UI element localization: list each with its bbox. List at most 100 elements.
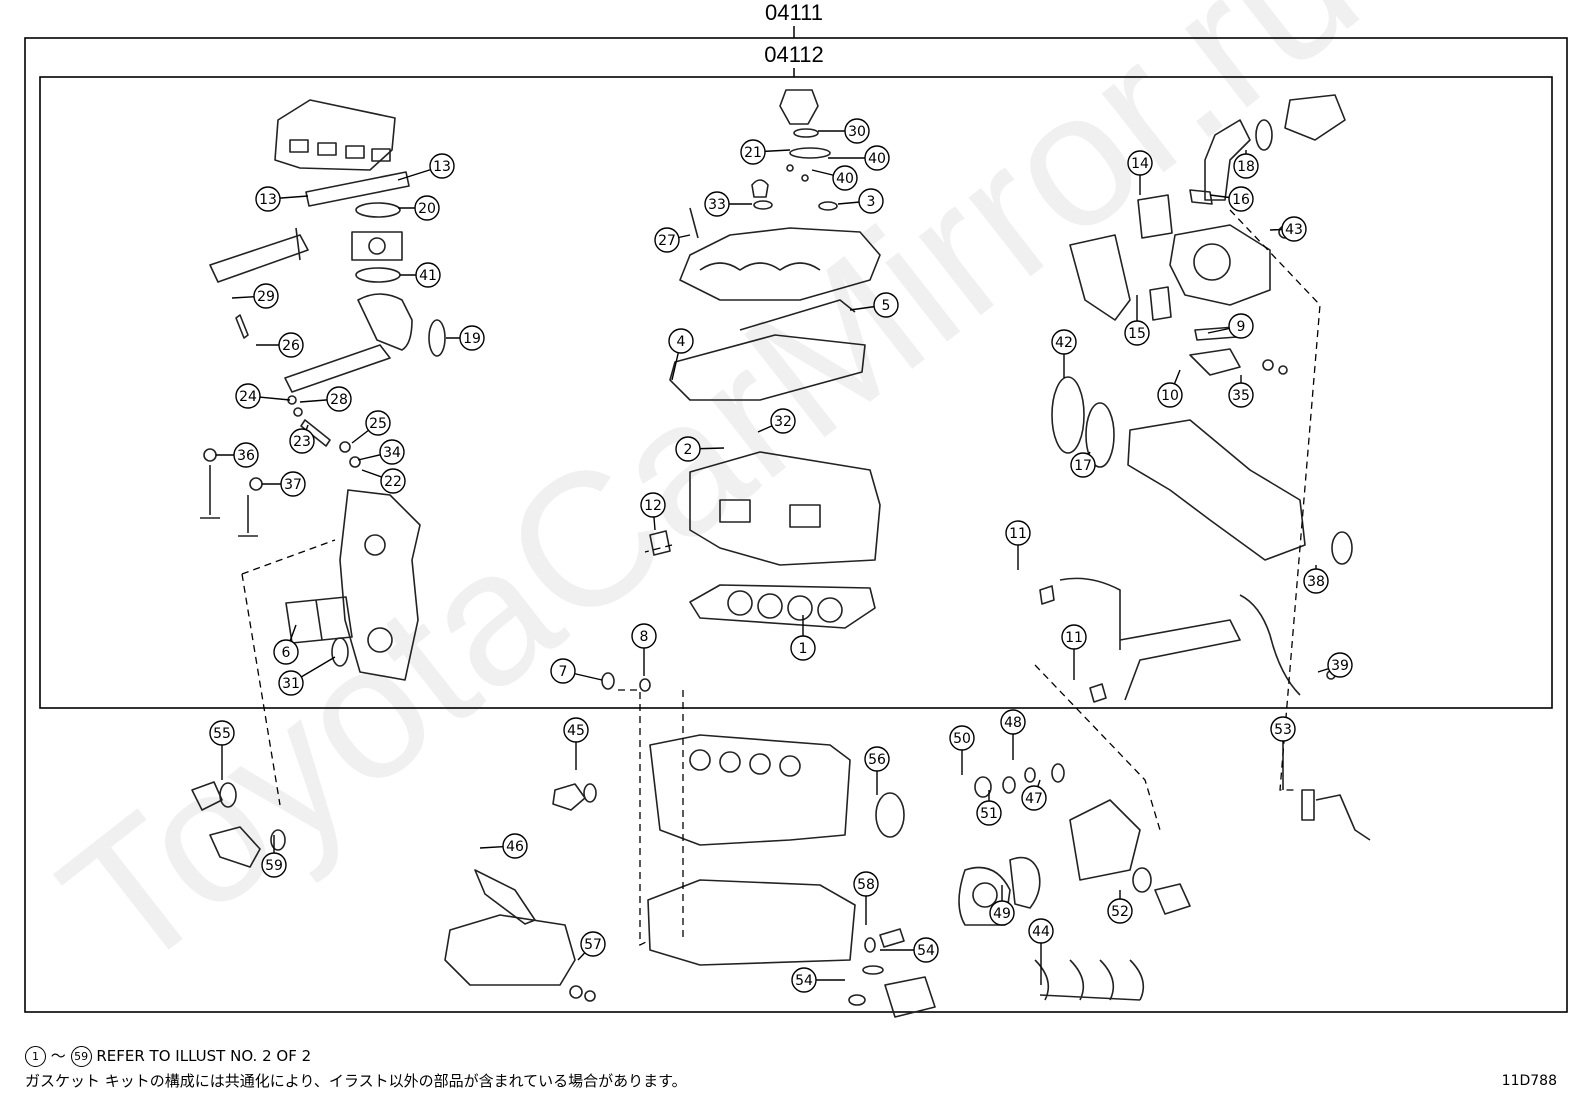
- callout-circle-45[interactable]: [563, 717, 589, 743]
- callout-number[interactable]: 40: [836, 171, 854, 187]
- callout-circle-35[interactable]: [1228, 382, 1254, 408]
- callout-circle-31[interactable]: [278, 670, 304, 696]
- callout-circle-13[interactable]: [429, 153, 455, 179]
- callout-number[interactable]: 37: [284, 477, 302, 493]
- callout-number[interactable]: 3: [867, 194, 876, 210]
- callout-circle-53[interactable]: [1270, 716, 1296, 742]
- callout-number[interactable]: 21: [744, 145, 762, 161]
- callout-circle-16[interactable]: [1228, 186, 1254, 212]
- callout-number[interactable]: 11: [1065, 630, 1083, 646]
- callout-number[interactable]: 46: [506, 839, 524, 855]
- callout-number[interactable]: 59: [265, 858, 283, 874]
- callout-number[interactable]: 42: [1055, 335, 1073, 351]
- callout-number[interactable]: 43: [1285, 222, 1303, 238]
- callout-circle-30[interactable]: [844, 118, 870, 144]
- callout-number[interactable]: 49: [993, 906, 1011, 922]
- callout-circle-15[interactable]: [1124, 320, 1150, 346]
- callout-number[interactable]: 8: [640, 629, 649, 645]
- callout-circle-25[interactable]: [365, 410, 391, 436]
- callout-circle-12[interactable]: [640, 492, 666, 518]
- callout-circle-41[interactable]: [415, 262, 441, 288]
- callout-circle-18[interactable]: [1233, 153, 1259, 179]
- callout-circle-44[interactable]: [1028, 918, 1054, 944]
- callout-circle-49[interactable]: [989, 900, 1015, 926]
- callout-number[interactable]: 19: [463, 331, 481, 347]
- callout-circle-29[interactable]: [253, 283, 279, 309]
- callout-circle-13[interactable]: [255, 186, 281, 212]
- callout-circle-40[interactable]: [832, 165, 858, 191]
- callout-number[interactable]: 4: [677, 334, 686, 350]
- callout-number[interactable]: 36: [237, 448, 255, 464]
- callout-circle-14[interactable]: [1127, 150, 1153, 176]
- callout-number[interactable]: 13: [259, 192, 277, 208]
- callout-circle-39[interactable]: [1327, 652, 1353, 678]
- callout-number[interactable]: 20: [418, 201, 436, 217]
- callout-circle-26[interactable]: [278, 332, 304, 358]
- callout-circle-24[interactable]: [235, 383, 261, 409]
- callout-circle-51[interactable]: [976, 800, 1002, 826]
- callout-number[interactable]: 12: [644, 498, 662, 514]
- callout-circle-28[interactable]: [326, 386, 352, 412]
- callout-number[interactable]: 40: [868, 151, 886, 167]
- callout-number[interactable]: 54: [795, 973, 813, 989]
- callout-number[interactable]: 23: [293, 434, 311, 450]
- callout-circle-33[interactable]: [704, 191, 730, 217]
- callout-circle-54[interactable]: [791, 967, 817, 993]
- callout-number[interactable]: 13: [433, 159, 451, 175]
- callout-number[interactable]: 28: [330, 392, 348, 408]
- outer-assembly-code[interactable]: 04111: [765, 0, 823, 25]
- callout-number[interactable]: 24: [239, 389, 257, 405]
- callout-number[interactable]: 33: [708, 197, 726, 213]
- callout-circle-11[interactable]: [1061, 624, 1087, 650]
- callout-circle-47[interactable]: [1021, 785, 1047, 811]
- callout-number[interactable]: 54: [917, 943, 935, 959]
- callout-number[interactable]: 6: [282, 645, 291, 661]
- callout-number[interactable]: 52: [1111, 904, 1129, 920]
- callout-circle-19[interactable]: [459, 325, 485, 351]
- callout-number[interactable]: 31: [282, 676, 300, 692]
- callout-number[interactable]: 29: [257, 289, 275, 305]
- callout-circle-17[interactable]: [1070, 452, 1096, 478]
- callout-circle-1[interactable]: [790, 635, 816, 661]
- callout-number[interactable]: 11: [1009, 526, 1027, 542]
- callout-circle-40[interactable]: [864, 145, 890, 171]
- callout-number[interactable]: 47: [1025, 791, 1043, 807]
- callout-number[interactable]: 41: [419, 268, 437, 284]
- callout-number[interactable]: 45: [567, 723, 585, 739]
- callout-circle-37[interactable]: [280, 471, 306, 497]
- callout-circle-3[interactable]: [858, 188, 884, 214]
- callout-number[interactable]: 15: [1128, 326, 1146, 342]
- callout-circle-9[interactable]: [1228, 313, 1254, 339]
- callout-number[interactable]: 18: [1237, 159, 1255, 175]
- callout-circle-10[interactable]: [1157, 382, 1183, 408]
- callout-circle-42[interactable]: [1051, 329, 1077, 355]
- callout-number[interactable]: 5: [882, 298, 891, 314]
- callout-circle-8[interactable]: [631, 623, 657, 649]
- callout-circle-2[interactable]: [675, 436, 701, 462]
- callout-circle-57[interactable]: [580, 931, 606, 957]
- callout-circle-34[interactable]: [379, 439, 405, 465]
- callout-number[interactable]: 26: [282, 338, 300, 354]
- callout-circle-38[interactable]: [1303, 568, 1329, 594]
- callout-number[interactable]: 58: [857, 877, 875, 893]
- callout-number[interactable]: 9: [1237, 319, 1246, 335]
- callout-number[interactable]: 50: [953, 731, 971, 747]
- callout-circle-20[interactable]: [414, 195, 440, 221]
- callout-number[interactable]: 44: [1032, 924, 1050, 940]
- callout-number[interactable]: 2: [684, 442, 693, 458]
- callout-circle-27[interactable]: [654, 227, 680, 253]
- callout-circle-5[interactable]: [873, 292, 899, 318]
- callout-number[interactable]: 38: [1307, 574, 1325, 590]
- callout-number[interactable]: 17: [1074, 458, 1092, 474]
- callout-circle-22[interactable]: [380, 468, 406, 494]
- callout-circle-46[interactable]: [502, 833, 528, 859]
- callout-circle-36[interactable]: [233, 442, 259, 468]
- callout-number[interactable]: 39: [1331, 658, 1349, 674]
- callout-circle-23[interactable]: [289, 428, 315, 454]
- callout-number[interactable]: 32: [774, 414, 792, 430]
- callout-circle-56[interactable]: [864, 746, 890, 772]
- callout-circle-48[interactable]: [1000, 709, 1026, 735]
- callout-number[interactable]: 30: [848, 124, 866, 140]
- callout-number[interactable]: 34: [383, 445, 401, 461]
- inner-assembly-code[interactable]: 04112: [764, 42, 824, 67]
